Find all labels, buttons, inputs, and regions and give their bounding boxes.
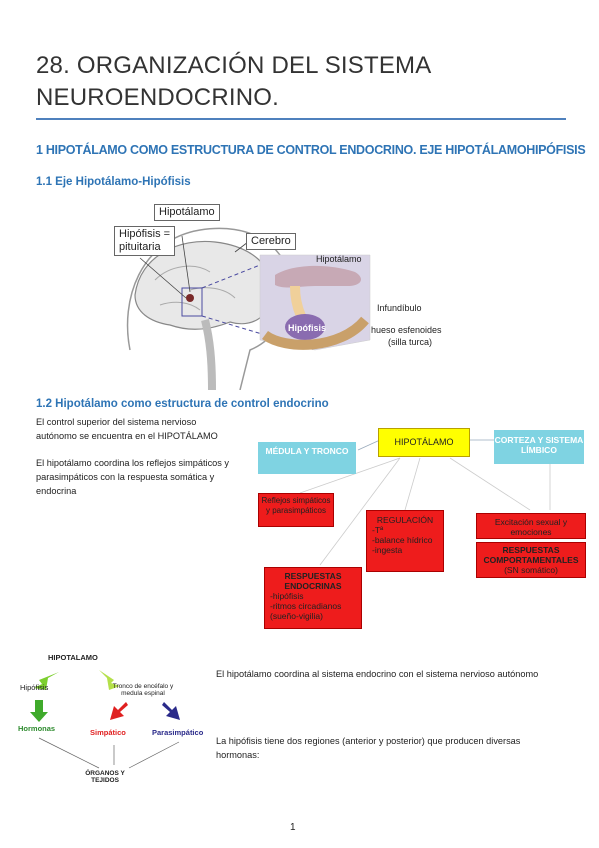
brain-figure [100,200,490,391]
paragraph-coordina-endocrino: El hipotálamo coordina al sistema endocr… [216,669,539,679]
heading-1-1: 1.1 Eje Hipotálamo-Hipófisis [36,176,191,188]
node-resp-comp-line-2: COMPORTAMENTALES [483,555,579,565]
label-hipofisis-line-2: pituitaria [119,241,161,253]
heading-1: 1 HIPOTÁLAMO COMO ESTRUCTURA DE CONTROL … [36,143,586,157]
page-number: 1 [290,822,296,833]
title-line-2: NEUROENDOCRINO. [36,84,280,111]
node-endocrinas-title-1: RESPUESTAS [284,571,342,581]
brain-illustration [126,227,371,391]
paragraph-coordina-reflejos: El hipotálamo coordina los reflejos simp… [36,458,230,496]
label-hipofisis-box: Hipófisis = pituitaria [114,226,176,256]
node-regulacion-title: REGULACIÓN [376,515,434,525]
node-medula-tronco: MÉDULA Y TRONCO [258,442,356,474]
label-hueso-2: (silla turca) [388,337,433,347]
node-regulacion-item-2: -balance hídrico [372,535,433,545]
node-respuestas-endocrinas: RESPUESTAS ENDOCRINAS -hipófisis -ritmos… [264,567,362,629]
paragraph-control-superior: El control superior del sistema nervioso… [36,417,218,441]
label-zoom-hipotalamo: Hipotálamo [316,254,362,264]
label-hipotalamo-box: Hipotálamo [154,204,220,221]
label-hipofisis: Hipófisis [288,323,327,333]
flow-organos-line-1: ÓRGANOS Y [85,770,125,777]
flow-organos: ÓRGANOS Y TEJIDOS [80,770,130,784]
node-endocrinas-item-3: (sueño-vigilia) [270,611,323,621]
node-reflejos: Reflejos simpáticos y parasimpáticos [258,493,334,527]
flow-hipofisis: Hipófisis [20,683,49,692]
title-line-1: 28. ORGANIZACIÓN DEL SISTEMA [36,52,432,79]
node-regulacion: REGULACIÓN -Tª -balance hídrico -ingesta [366,510,444,572]
flow-parasimpatico: Parasimpático [152,728,204,737]
label-hueso-1: hueso esfenoides [371,325,442,335]
node-resp-comp-line-3: (SN somático) [504,565,558,575]
heading-1-2: 1.2 Hipotálamo como estructura de contro… [36,398,329,410]
node-resp-comp-line-1: RESPUESTAS [502,545,560,555]
flow-hipotalamo: HIPOTALAMO [48,653,98,662]
node-regulacion-item-3: -ingesta [372,545,403,555]
node-respuestas-comportamentales: RESPUESTAS COMPORTAMENTALES (SN somático… [476,542,586,578]
node-excitacion: Excitación sexual y emociones [476,513,586,539]
node-corteza-limbico: CORTEZA Y SISTEMA LÍMBICO [494,430,584,464]
flow-diagram-arrows [30,670,180,769]
node-endocrinas-item-2: -ritmos circadianos [270,601,342,611]
node-endocrinas-title-2: ENDOCRINAS [284,581,342,591]
node-hipotalamo: HIPOTÁLAMO [378,428,470,457]
flow-hormonas: Hormonas [18,724,56,733]
flow-tronco-line-1: Tronco de encéfalo y [112,683,174,690]
node-endocrinas-item-1: -hipófisis [270,591,304,601]
label-hipofisis-line-1: Hipófisis = [119,228,171,240]
paragraph-regiones-hipofisis: La hipófisis tiene dos regiones (anterio… [216,736,521,760]
label-infundibulo: Infundíbulo [377,303,422,313]
flow-organos-line-2: TEJIDOS [91,777,119,784]
page-title: 28. ORGANIZACIÓN DEL SISTEMA NEUROENDOCR… [36,50,556,114]
flow-simpatico: Simpático [90,728,126,737]
node-regulacion-item-1: -Tª [372,525,384,535]
flow-tronco: Tronco de encéfalo y medula espinal [104,683,182,697]
label-cerebro-box: Cerebro [246,233,296,250]
title-rule [36,118,566,120]
concept-map-lines [299,439,551,566]
flow-tronco-line-2: medula espinal [121,690,165,697]
